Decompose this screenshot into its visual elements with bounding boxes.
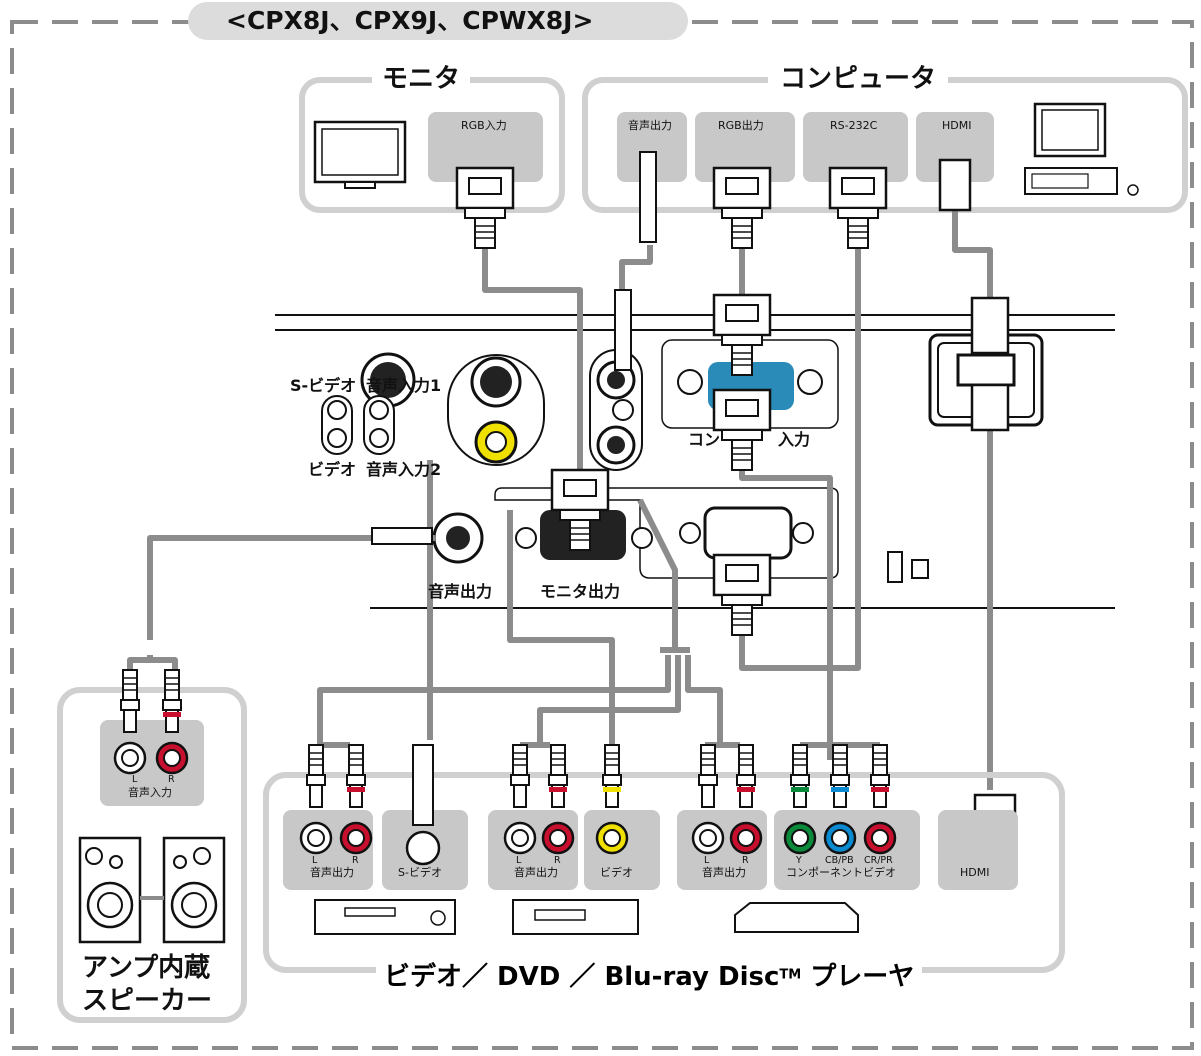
projector-video-label: ビデオ	[308, 460, 357, 479]
amp-r-label: R	[168, 774, 175, 785]
monitor-rgb-in-label: RGB入力	[461, 119, 507, 132]
d1-l-label: L	[312, 855, 318, 866]
projector-monitor-out-label: モニタ出力	[540, 582, 621, 601]
d3-y-label: Y	[796, 855, 802, 866]
d3-cb-label: CB/PB	[825, 855, 854, 866]
projector-computer-in-label-part: コン	[688, 430, 721, 449]
monitor-title: モニタ	[372, 66, 471, 92]
computer-audio-out-label: 音声出力	[628, 119, 672, 132]
d3-cr-label: CR/PR	[864, 855, 893, 866]
d3-component-label: コンポーネントビデオ	[786, 866, 896, 879]
vcr-icon	[314, 899, 456, 935]
speaker-icons	[78, 836, 226, 944]
d1-r-label: R	[352, 855, 359, 866]
projector-audio-in2-label: 音声入力2	[366, 460, 442, 479]
d1-svideo-label: S-ビデオ	[398, 866, 442, 879]
amp-title-line2: スピーカー	[82, 986, 213, 1016]
players-title-tail: プレーヤ	[801, 962, 915, 992]
d3-l-label: L	[704, 855, 710, 866]
computer-icon	[1024, 102, 1139, 196]
model-header-tab	[188, 2, 688, 40]
d2-l-label: L	[516, 855, 522, 866]
player-hdmi-label: HDMI	[960, 866, 990, 879]
projector-audio-in1-label: 音声入力1	[366, 376, 442, 395]
dvd-player-icon	[512, 899, 639, 935]
amp-audio-in-label: 音声入力	[128, 786, 172, 799]
computer-rgb-out-label: RGB出力	[718, 119, 764, 132]
amp-l-label: L	[132, 774, 138, 785]
computer-title: コンピュータ	[768, 66, 949, 92]
d2-video-label: ビデオ	[600, 866, 633, 879]
d3-audio-out-label: 音声出力	[702, 866, 746, 879]
model-header: <CPX8J、CPX9J、CPWX8J>	[226, 6, 594, 35]
d2-r-label: R	[554, 855, 561, 866]
bluray-player-icon	[734, 902, 859, 933]
d3-r-label: R	[742, 855, 749, 866]
monitor-icon	[313, 120, 407, 189]
d2-audio-out-label: 音声出力	[514, 866, 558, 879]
players-title: ビデオ／ DVD ／ Blu-ray DiscTM プレーヤ	[376, 956, 923, 993]
computer-rs232c-label: RS-232C	[830, 119, 878, 132]
projector-computer-in-label-suffix: 入力	[778, 430, 811, 449]
amp-title-line1: アンプ内蔵	[82, 953, 211, 983]
players-title-tm: TM	[779, 967, 802, 983]
projector-audio-out-label: 音声出力	[428, 582, 493, 601]
projector-svideo-label: S-ビデオ	[290, 376, 357, 395]
d1-audio-out-label: 音声出力	[310, 866, 354, 879]
computer-hdmi-label: HDMI	[942, 119, 972, 132]
players-title-main: ビデオ／ DVD ／ Blu-ray Disc	[384, 962, 780, 992]
